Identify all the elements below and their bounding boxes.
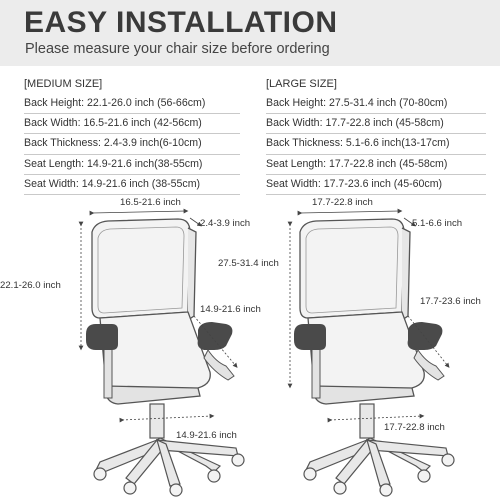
medium-back-width-label: 16.5-21.6 inch bbox=[120, 197, 181, 208]
page-title: EASY INSTALLATION bbox=[24, 6, 338, 39]
large-chair-seat bbox=[307, 311, 425, 405]
large-seat-length-label: 17.7-22.8 inch bbox=[384, 422, 445, 433]
medium-seat-width: Seat Width: 14.9-21.6 inch (38-55cm) bbox=[24, 175, 240, 195]
large-back-width-label: 17.7-22.8 inch bbox=[312, 197, 373, 208]
medium-back-height-label: 22.1-26.0 inch bbox=[0, 280, 61, 291]
large-seat-width: Seat Width: 17.7-23.6 inch (45-60cm) bbox=[266, 175, 486, 195]
medium-chair-seat bbox=[99, 311, 211, 405]
large-back-thickness-label: 5.1-6.6 inch bbox=[412, 218, 463, 229]
header-band bbox=[0, 0, 500, 66]
medium-size-heading: [MEDIUM SIZE] bbox=[24, 78, 103, 90]
large-dimension-lines bbox=[287, 208, 450, 423]
medium-back-height: Back Height: 22.1-26.0 inch (56-66cm) bbox=[24, 94, 240, 115]
large-size-heading: [LARGE SIZE] bbox=[266, 78, 337, 90]
large-chair-base bbox=[303, 403, 455, 497]
medium-seat-length: Seat Length: 14.9-21.6 inch(38-55cm) bbox=[24, 155, 240, 175]
large-chair-backrest bbox=[299, 218, 411, 321]
large-chair-armrests bbox=[294, 322, 445, 399]
large-back-height-label: 27.5-31.4 inch bbox=[218, 258, 279, 269]
page-subtitle: Please measure your chair size before or… bbox=[25, 41, 330, 57]
medium-dimension-lines bbox=[78, 208, 238, 423]
medium-seat-length-label: 14.9-21.6 inch bbox=[176, 430, 237, 441]
medium-back-thickness: Back Thickness: 2.4-3.9 inch(6-10cm) bbox=[24, 134, 240, 155]
medium-chair-backrest bbox=[91, 218, 197, 321]
medium-back-width: Back Width: 16.5-21.6 inch (42-56cm) bbox=[24, 114, 240, 135]
large-seat-length: Seat Length: 17.7-22.8 inch (45-58cm) bbox=[266, 155, 486, 175]
large-back-thickness: Back Thickness: 5.1-6.6 inch(13-17cm) bbox=[266, 134, 486, 155]
medium-seat-width-label: 14.9-21.6 inch bbox=[200, 304, 261, 315]
medium-size-specs: [MEDIUM SIZE] Back Height: 22.1-26.0 inc… bbox=[24, 78, 240, 195]
large-back-height: Back Height: 27.5-31.4 inch (70-80cm) bbox=[266, 94, 486, 115]
large-seat-width-label: 17.7-23.6 inch bbox=[420, 296, 481, 307]
medium-chair-armrests bbox=[86, 322, 235, 399]
large-back-width: Back Width: 17.7-22.8 inch (45-58cm) bbox=[266, 114, 486, 135]
large-size-specs: [LARGE SIZE] Back Height: 27.5-31.4 inch… bbox=[266, 78, 486, 195]
medium-back-thickness-label: 2.4-3.9 inch bbox=[200, 218, 251, 229]
